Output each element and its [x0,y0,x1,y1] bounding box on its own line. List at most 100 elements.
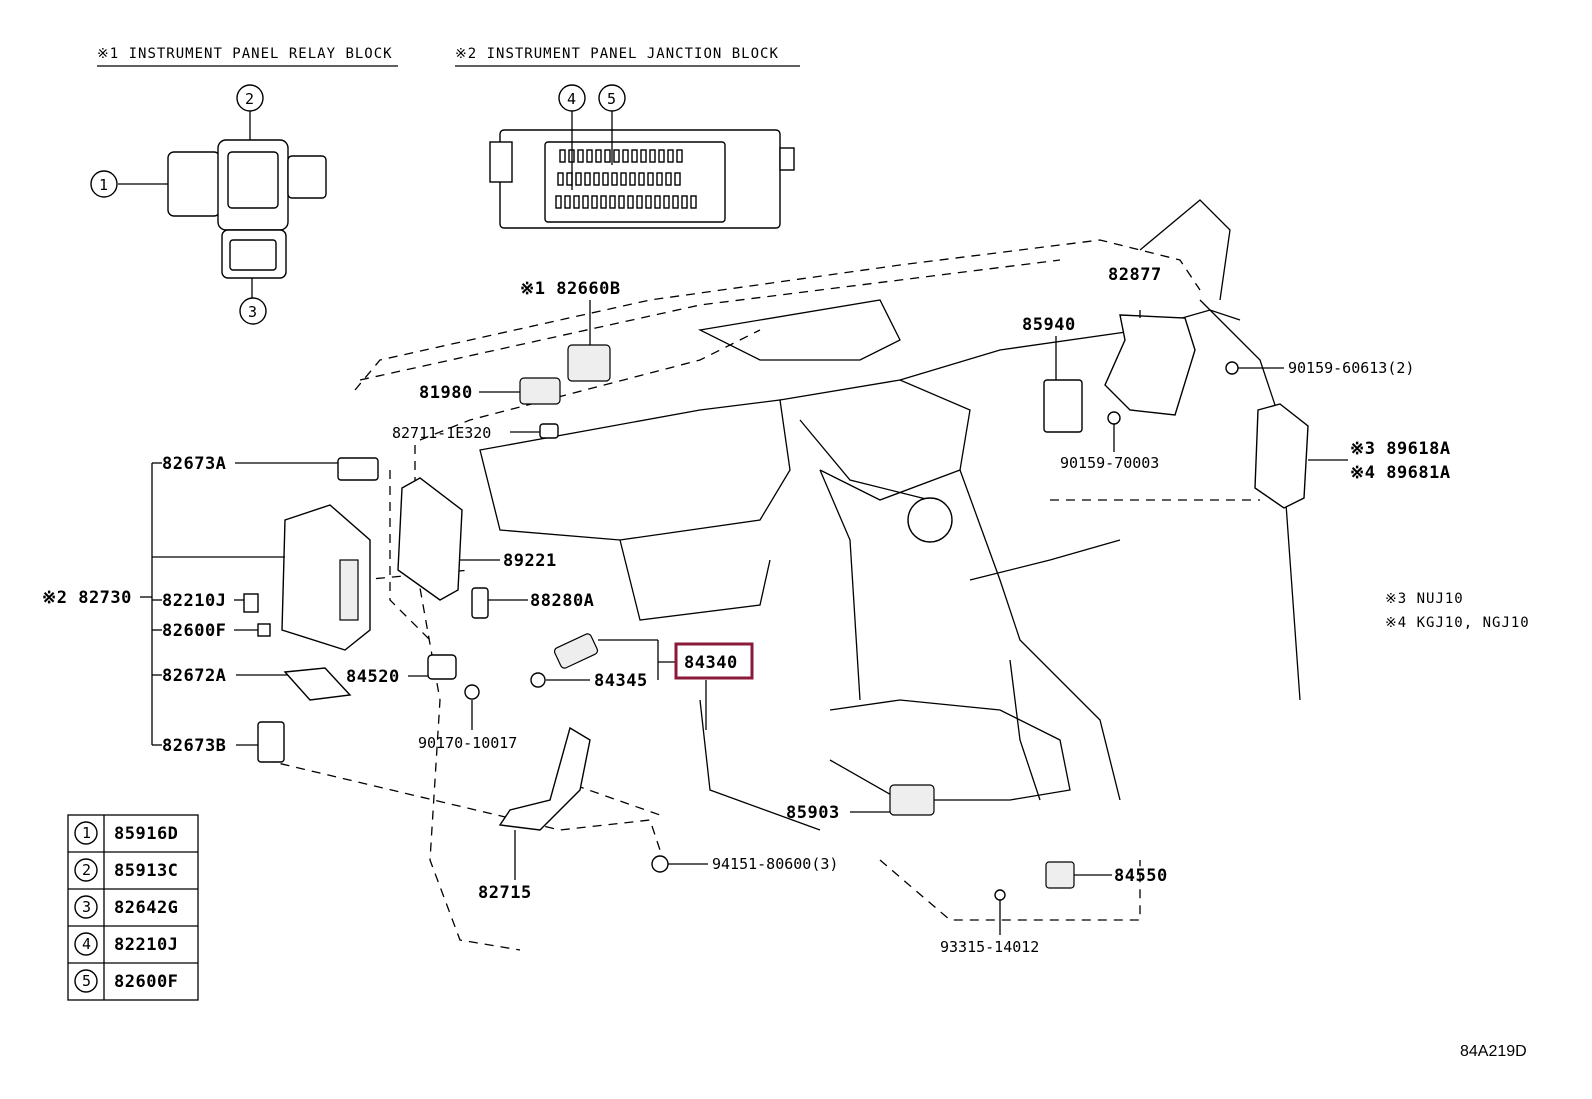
diagram-id: 84A219D [1460,1043,1527,1060]
label-81980: 81980 [419,383,473,403]
bolt-90159a-shape [1225,361,1239,375]
label-82877: 82877 [1108,265,1162,285]
highlight-84340-box [674,642,754,680]
label-89221: 89221 [503,551,557,571]
legend-part-number: 85913C [114,861,178,881]
junction-slot [622,149,629,163]
clip-82711-shape [539,423,559,439]
label-84520: 84520 [346,667,400,687]
note-relay-block: ※1 INSTRUMENT PANEL RELAY BLOCK [97,46,398,67]
callout-5: 5 [598,84,626,112]
junction-slot [566,172,573,186]
junction-slot [584,172,591,186]
cover-82672A-shape [283,667,352,701]
ecu-89618A-shape [1254,403,1309,509]
junction-slot [690,195,697,209]
junction-slot [676,149,683,163]
junction-slot [631,149,638,163]
callout-3: 3 [239,297,267,325]
note-junction-block-text: ※2 INSTRUMENT PANEL JANCTION BLOCK [455,46,779,62]
junction-slot [618,195,625,209]
label-85903: 85903 [786,803,840,823]
legend-part-number: 82600F [114,972,178,992]
label-89681A: ※4 89681A [1350,463,1451,483]
legend-part-number: 82642G [114,898,178,918]
bracket-82673A-shape [337,457,379,481]
junction-slot [575,172,582,186]
switch-84340-shape [553,633,599,669]
label-85940: 85940 [1022,315,1076,335]
callout-2: 2 [236,84,264,112]
junction-block-illustration [489,110,795,229]
junction-slot [559,149,566,163]
label-84345: 84345 [594,671,648,691]
junction-slot [555,195,562,209]
switch-84520-shape [427,654,457,680]
note-relay-block-text: ※1 INSTRUMENT PANEL RELAY BLOCK [97,46,393,62]
legend-callout-number: 4 [82,935,91,953]
junction-slot [591,195,598,209]
label-90170-10017: 90170-10017 [418,734,517,752]
junction-slot [665,172,672,186]
legend-callout-circle [74,858,98,882]
junction-slot [681,195,688,209]
junction-slot [658,149,665,163]
junction-slot [593,172,600,186]
label-82730: ※2 82730 [42,588,132,608]
label-82600F: 82600F [162,621,226,641]
label-82660B: ※1 82660B [520,279,621,299]
leader-lines [140,310,1348,876]
label-88280A: 88280A [530,591,594,611]
bracket-82877-shape [1104,314,1196,416]
relay-82660B-shape [567,300,611,382]
junction-slot [604,149,611,163]
junction-slot [602,172,609,186]
callout-4-text: 4 [567,90,576,108]
label-90159-70003: 90159-70003 [1060,454,1159,472]
label-93315-14012: 93315-14012 [940,938,1039,956]
ecu-89221-shape [397,477,463,601]
module-85940-shape [1043,379,1083,433]
junction-slot [638,172,645,186]
label-89618A: ※3 89618A [1350,439,1451,459]
junction-slot [613,149,620,163]
bracket-82715-shape [498,726,591,880]
legend-callout-circle [74,821,98,845]
junction-slot [674,172,681,186]
legend-callout-number: 5 [82,972,91,990]
callout-2-text: 2 [245,90,254,108]
junction-slot [573,195,580,209]
legend-callout-number: 1 [82,824,91,842]
junction-slot [647,172,654,186]
junction-slot [586,149,593,163]
label-82711-1E320: 82711-1E320 [392,424,491,442]
junction-slot [564,195,571,209]
label-82673B: 82673B [162,736,226,756]
relay-81980-shape [519,377,561,405]
label-82673A: 82673A [162,454,226,474]
junction-slot [609,195,616,209]
note-junction-block: ※2 INSTRUMENT PANEL JANCTION BLOCK [455,46,800,67]
junction-slot [611,172,618,186]
junction-slot [627,195,634,209]
legend-callout-number: 3 [82,898,91,916]
junction-slot [600,195,607,209]
note-kgj10-ngj10: ※4 KGJ10, NGJ10 [1385,615,1530,631]
junction-slot [582,195,589,209]
label-84550: 84550 [1114,866,1168,886]
junction-slot [663,195,670,209]
junction-slot [640,149,647,163]
relay-block-illustration [118,110,327,298]
legend-part-number: 82210J [114,935,178,955]
junction-slot [649,149,656,163]
nut-90170-shape [464,684,480,730]
callout-1: 1 [90,170,118,198]
junction-slot [656,172,663,186]
bracket-84550-shape [1045,861,1075,889]
junction-82730-shape [281,504,371,651]
junction-slot [667,149,674,163]
legend-callout-number: 2 [82,861,91,879]
fuse-82600F-shape [257,623,271,637]
